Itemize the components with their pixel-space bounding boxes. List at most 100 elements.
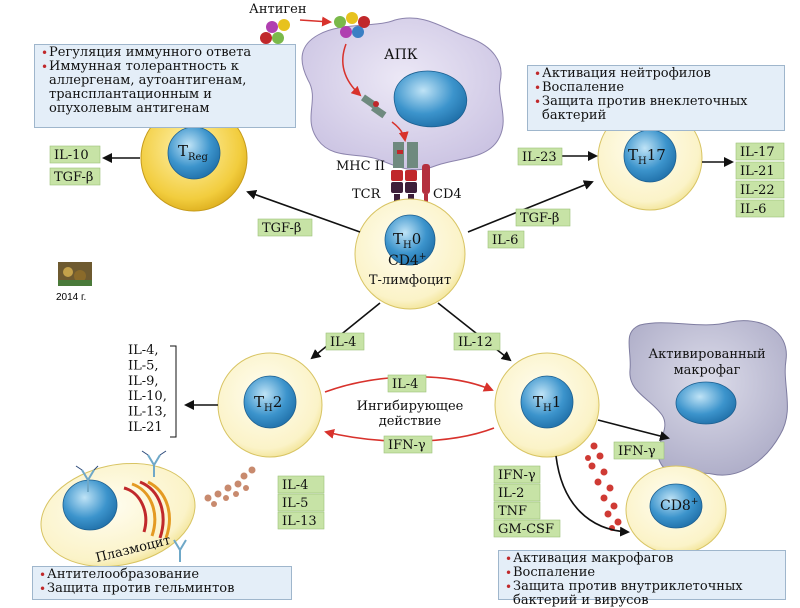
tcr-label: TCR (352, 187, 382, 202)
th17-function-box: •Активация нейтрофилов•Воспаление•Защита… (527, 65, 785, 131)
cytokine-text: IFN-γ (388, 438, 426, 453)
cytokine-text: IL-10 (54, 148, 89, 163)
th17-title: TH17 (628, 146, 666, 167)
cytokine-text: IL-4 (330, 335, 356, 350)
cytokine-text: IFN-γ (498, 468, 536, 483)
cytokine-label: TNF (493, 501, 541, 520)
th2-cytokine-item: IL-10, (128, 389, 167, 404)
cytokine-label: IL-4 (277, 475, 325, 494)
cytokine-text: IL-4 (392, 377, 418, 392)
cytokine-text: GM-CSF (498, 522, 554, 537)
uptake-arrow (342, 43, 362, 97)
secretion-dots-th2 (204, 466, 256, 507)
th0-cell: TH0 CD4+ Т-лимфоцит (354, 198, 466, 310)
th1-box-item: •Воспаление (505, 566, 779, 581)
cytokine-label: TGF-β (257, 218, 313, 237)
th1-cell: TH1 (494, 352, 600, 458)
cytokine-text: IL-4 (282, 478, 308, 493)
cytokine-text: IL-12 (458, 335, 493, 350)
function-text: Воспаление (542, 80, 625, 95)
cytokine-label: IL-21 (735, 161, 785, 180)
bullet-icon: • (39, 568, 47, 582)
cytokine-text: TGF-β (54, 170, 93, 185)
th2-box-item: •Защита против гельминтов (39, 582, 285, 597)
year-label: 2014 г. (56, 292, 86, 303)
th0-cd4: CD4+ (388, 252, 426, 269)
th17-box-item: •Защита против внеклеточных бактерий (534, 95, 778, 123)
antigen-molecules-icon (260, 12, 370, 44)
cytokine-boxes: IL-10TGF-βTGF-βIL-23TGF-βIL-6IL-17IL-21I… (49, 142, 785, 538)
function-text: Регуляция иммунного ответа (49, 45, 252, 60)
cytokine-text: IL-6 (492, 233, 518, 248)
inhibitory-label-line2: действие (379, 414, 442, 429)
arrow-th0-th2 (310, 302, 381, 360)
cytokine-text: TGF-β (262, 221, 301, 236)
th2-cytokine-bracket (170, 345, 177, 438)
arrow-th0-th1 (437, 302, 512, 362)
bullet-icon: • (505, 566, 513, 580)
cytokine-label: IL-2 (493, 483, 541, 502)
bullet-icon: • (39, 582, 47, 596)
inhibitory-label-line1: Ингибирующее (357, 399, 464, 414)
th17-box-item: •Воспаление (534, 80, 778, 96)
cytokine-label: IL-6 (487, 230, 525, 249)
th2-cytokine-item: IL-13, (128, 405, 167, 420)
cytokine-label: IL-13 (277, 511, 325, 530)
cytokine-label: IL-5 (277, 493, 325, 512)
function-text: Иммунная толерантность к аллергенам, аут… (49, 59, 247, 116)
cytokine-label: IL-23 (517, 147, 563, 166)
cytokine-label: IL-22 (735, 180, 785, 199)
th0-subtitle: Т-лимфоцит (369, 273, 451, 288)
cd8-cell: CD8+ (625, 465, 727, 555)
th0-title: TH0 (393, 230, 421, 251)
th2-title: TH2 (254, 393, 282, 414)
cytokine-label: IL-4 (325, 332, 365, 351)
arrow-th1-cd8 (555, 455, 630, 537)
th2-box-item: •Антителообразование (39, 567, 285, 583)
antigen-label: Антиген (249, 2, 307, 17)
macrophage-label-line1: Активированный (648, 347, 765, 362)
antigen-processing-icon (360, 94, 387, 119)
cytokine-text: IL-21 (740, 164, 775, 179)
th1-function-box: •Активация макрофагов•Воспаление•Защита … (498, 550, 786, 608)
cytokine-label: IFN-γ (613, 441, 665, 460)
apc-nucleus (393, 70, 468, 128)
th17-box-item: •Активация нейтрофилов (534, 66, 778, 82)
th2-cytokine-item: IL-21 (128, 420, 163, 435)
apc-label: АПК (384, 47, 418, 63)
arrow-th1-macro (597, 419, 670, 441)
cytokine-text: IFN-γ (618, 444, 656, 459)
treg-cell: TReg (140, 104, 248, 212)
macrophage-label-line2: макрофаг (674, 363, 741, 378)
bullet-icon: • (534, 95, 542, 109)
cytokine-text: IL-5 (282, 496, 308, 511)
th2-cytokine-list: IL-4,IL-5,IL-9,IL-10,IL-13,IL-21 (128, 343, 167, 435)
cytokine-text: IL-17 (740, 145, 775, 160)
function-text: Активация нейтрофилов (542, 66, 711, 81)
treg-box-item: •Регуляция иммунного ответа (41, 45, 289, 61)
treg-box-item: •Иммунная толерантность к аллергенам, ау… (41, 60, 289, 116)
cytokine-text: IL-6 (740, 202, 766, 217)
treg-title: TReg (178, 142, 208, 163)
plasma-cell: Плазмоцит (40, 462, 196, 568)
function-text: Активация макрофагов (513, 551, 674, 566)
function-text: Защита против внутриклеточных бактерий и… (513, 579, 743, 608)
cytokine-text: IL-23 (522, 150, 557, 165)
function-text: Антителообразование (47, 567, 200, 582)
cytokine-text: IL-22 (740, 183, 775, 198)
cytokine-label: IFN-γ (383, 435, 433, 454)
cytokine-text: IL-13 (282, 514, 317, 529)
cytokine-label: IL-6 (735, 199, 785, 218)
year-picture-icon (58, 262, 92, 286)
th2-cell: TH2 (217, 352, 323, 458)
cytokine-label: GM-CSF (493, 519, 561, 538)
cd8-title: CD8+ (660, 497, 698, 514)
arrow-th0-th17 (467, 180, 594, 233)
th1-title: TH1 (533, 393, 561, 414)
bullet-icon: • (505, 580, 513, 594)
function-text: Защита против внеклеточных бактерий (542, 94, 748, 123)
cytokine-label: IL-10 (49, 145, 101, 164)
arrow-th0-treg (246, 189, 361, 233)
bullet-icon: • (534, 67, 542, 81)
